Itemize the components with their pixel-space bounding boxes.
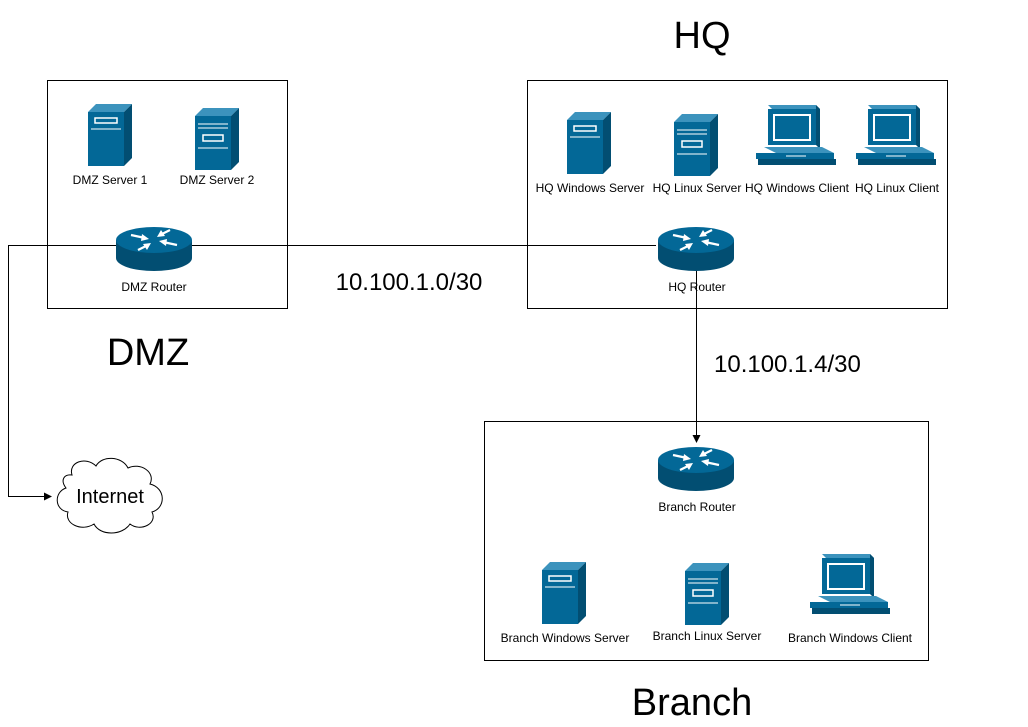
branch-linux-server-icon[interactable] — [684, 562, 730, 626]
internet-label: Internet — [76, 486, 144, 508]
hq-windows-client-workstation-icon[interactable] — [755, 104, 837, 166]
hq-zone-box — [527, 80, 948, 309]
branch-windows-client-workstation-icon[interactable] — [809, 553, 891, 615]
hq-linux-server-icon[interactable] — [673, 113, 719, 177]
hq-router-label: HQ Router — [668, 280, 725, 294]
branch-linux-server-label: Branch Linux Server — [653, 629, 762, 643]
hq-windows-server-icon[interactable] — [566, 111, 612, 175]
arrowhead-internet — [44, 492, 52, 501]
hq-linux-client-label: HQ Linux Client — [855, 181, 940, 195]
hq-router-icon[interactable] — [656, 225, 736, 273]
dmz-server-2-label: DMZ Server 2 — [180, 173, 255, 187]
branch-windows-server-label: Branch Windows Server — [501, 631, 630, 645]
cloud-icon[interactable] — [56, 457, 163, 534]
hq-windows-server-label: HQ Windows Server — [536, 181, 645, 195]
branch-windows-server-icon[interactable] — [541, 561, 587, 625]
branch-router-icon[interactable] — [656, 445, 736, 493]
branch-router-label: Branch Router — [658, 500, 735, 514]
hq-windows-client-label: HQ Windows Client — [745, 181, 850, 195]
dmz-server-1-icon[interactable] — [87, 103, 133, 167]
hq-zone-title: HQ — [674, 15, 731, 57]
branch-windows-client-label: Branch Windows Client — [788, 631, 913, 645]
dmz-server-2-icon[interactable] — [194, 107, 240, 171]
dmz-router-icon[interactable] — [114, 225, 194, 273]
arrowhead-branch — [692, 435, 701, 443]
dmz-zone-title: DMZ — [107, 332, 189, 374]
branch-zone-title: Branch — [632, 682, 752, 724]
link-dmz-internet — [8, 245, 116, 497]
branch-zone-box — [484, 421, 929, 661]
hq-linux-server-label: HQ Linux Server — [653, 181, 742, 195]
dmz-zone-box — [47, 80, 288, 309]
dmz-server-1-label: DMZ Server 1 — [73, 173, 148, 187]
hq-branch-subnet-label: 10.100.1.4/30 — [714, 351, 861, 378]
dmz-router-label: DMZ Router — [121, 280, 186, 294]
dmz-hq-subnet-label: 10.100.1.0/30 — [336, 269, 483, 296]
hq-linux-client-workstation-icon[interactable] — [855, 104, 937, 166]
